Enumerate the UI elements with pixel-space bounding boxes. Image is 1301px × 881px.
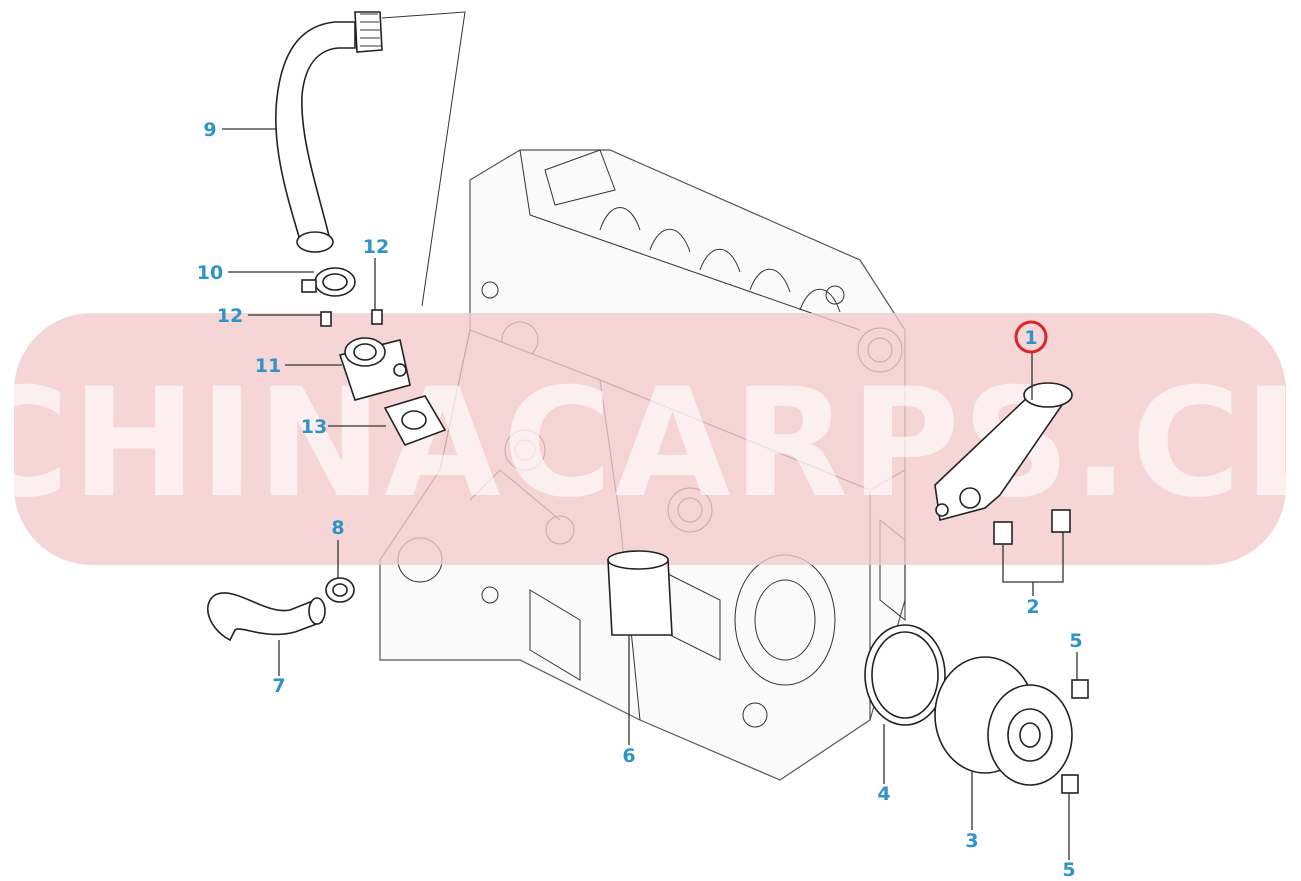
pump-bolt-top	[1071, 679, 1089, 699]
callout-5-top: 5	[1069, 630, 1082, 652]
callout-8: 8	[331, 517, 344, 539]
gasket	[383, 395, 447, 446]
tube	[607, 550, 673, 636]
o-ring	[864, 624, 946, 726]
callout-13: 13	[301, 416, 327, 438]
watermark-text: CHINACARPS.CL	[0, 357, 1301, 531]
watermark: CHINACARPS.CL	[0, 313, 1301, 565]
callout-9: 9	[203, 119, 216, 141]
bolt-right	[371, 309, 383, 325]
water-pipe	[934, 382, 1073, 522]
lower-hose	[206, 592, 326, 642]
hose-clamp	[301, 267, 356, 297]
callout-1: 1	[1024, 327, 1037, 349]
upper-hose	[275, 11, 383, 253]
callout-11: 11	[255, 355, 281, 377]
leader-lines	[222, 11, 1078, 860]
callout-6: 6	[622, 745, 635, 767]
callouts: 9 10 12 12 11 13 8 7 6 1 2 5 5 4 3	[197, 119, 1083, 881]
highlight-ring	[1014, 320, 1048, 354]
water-outlet	[338, 337, 411, 401]
pump-bolt-bottom	[1061, 774, 1079, 794]
callout-2: 2	[1026, 596, 1039, 618]
callout-12-left: 12	[217, 305, 243, 327]
callout-5-bottom: 5	[1062, 859, 1075, 881]
water-pump	[934, 656, 1073, 786]
callout-3: 3	[965, 830, 978, 852]
small-clamp	[325, 577, 355, 603]
bolt-left	[320, 311, 332, 327]
pipe-bolts	[993, 509, 1071, 545]
callout-4: 4	[877, 783, 890, 805]
callout-10: 10	[197, 262, 223, 284]
callout-12-top: 12	[363, 236, 389, 258]
callout-7: 7	[272, 675, 285, 697]
